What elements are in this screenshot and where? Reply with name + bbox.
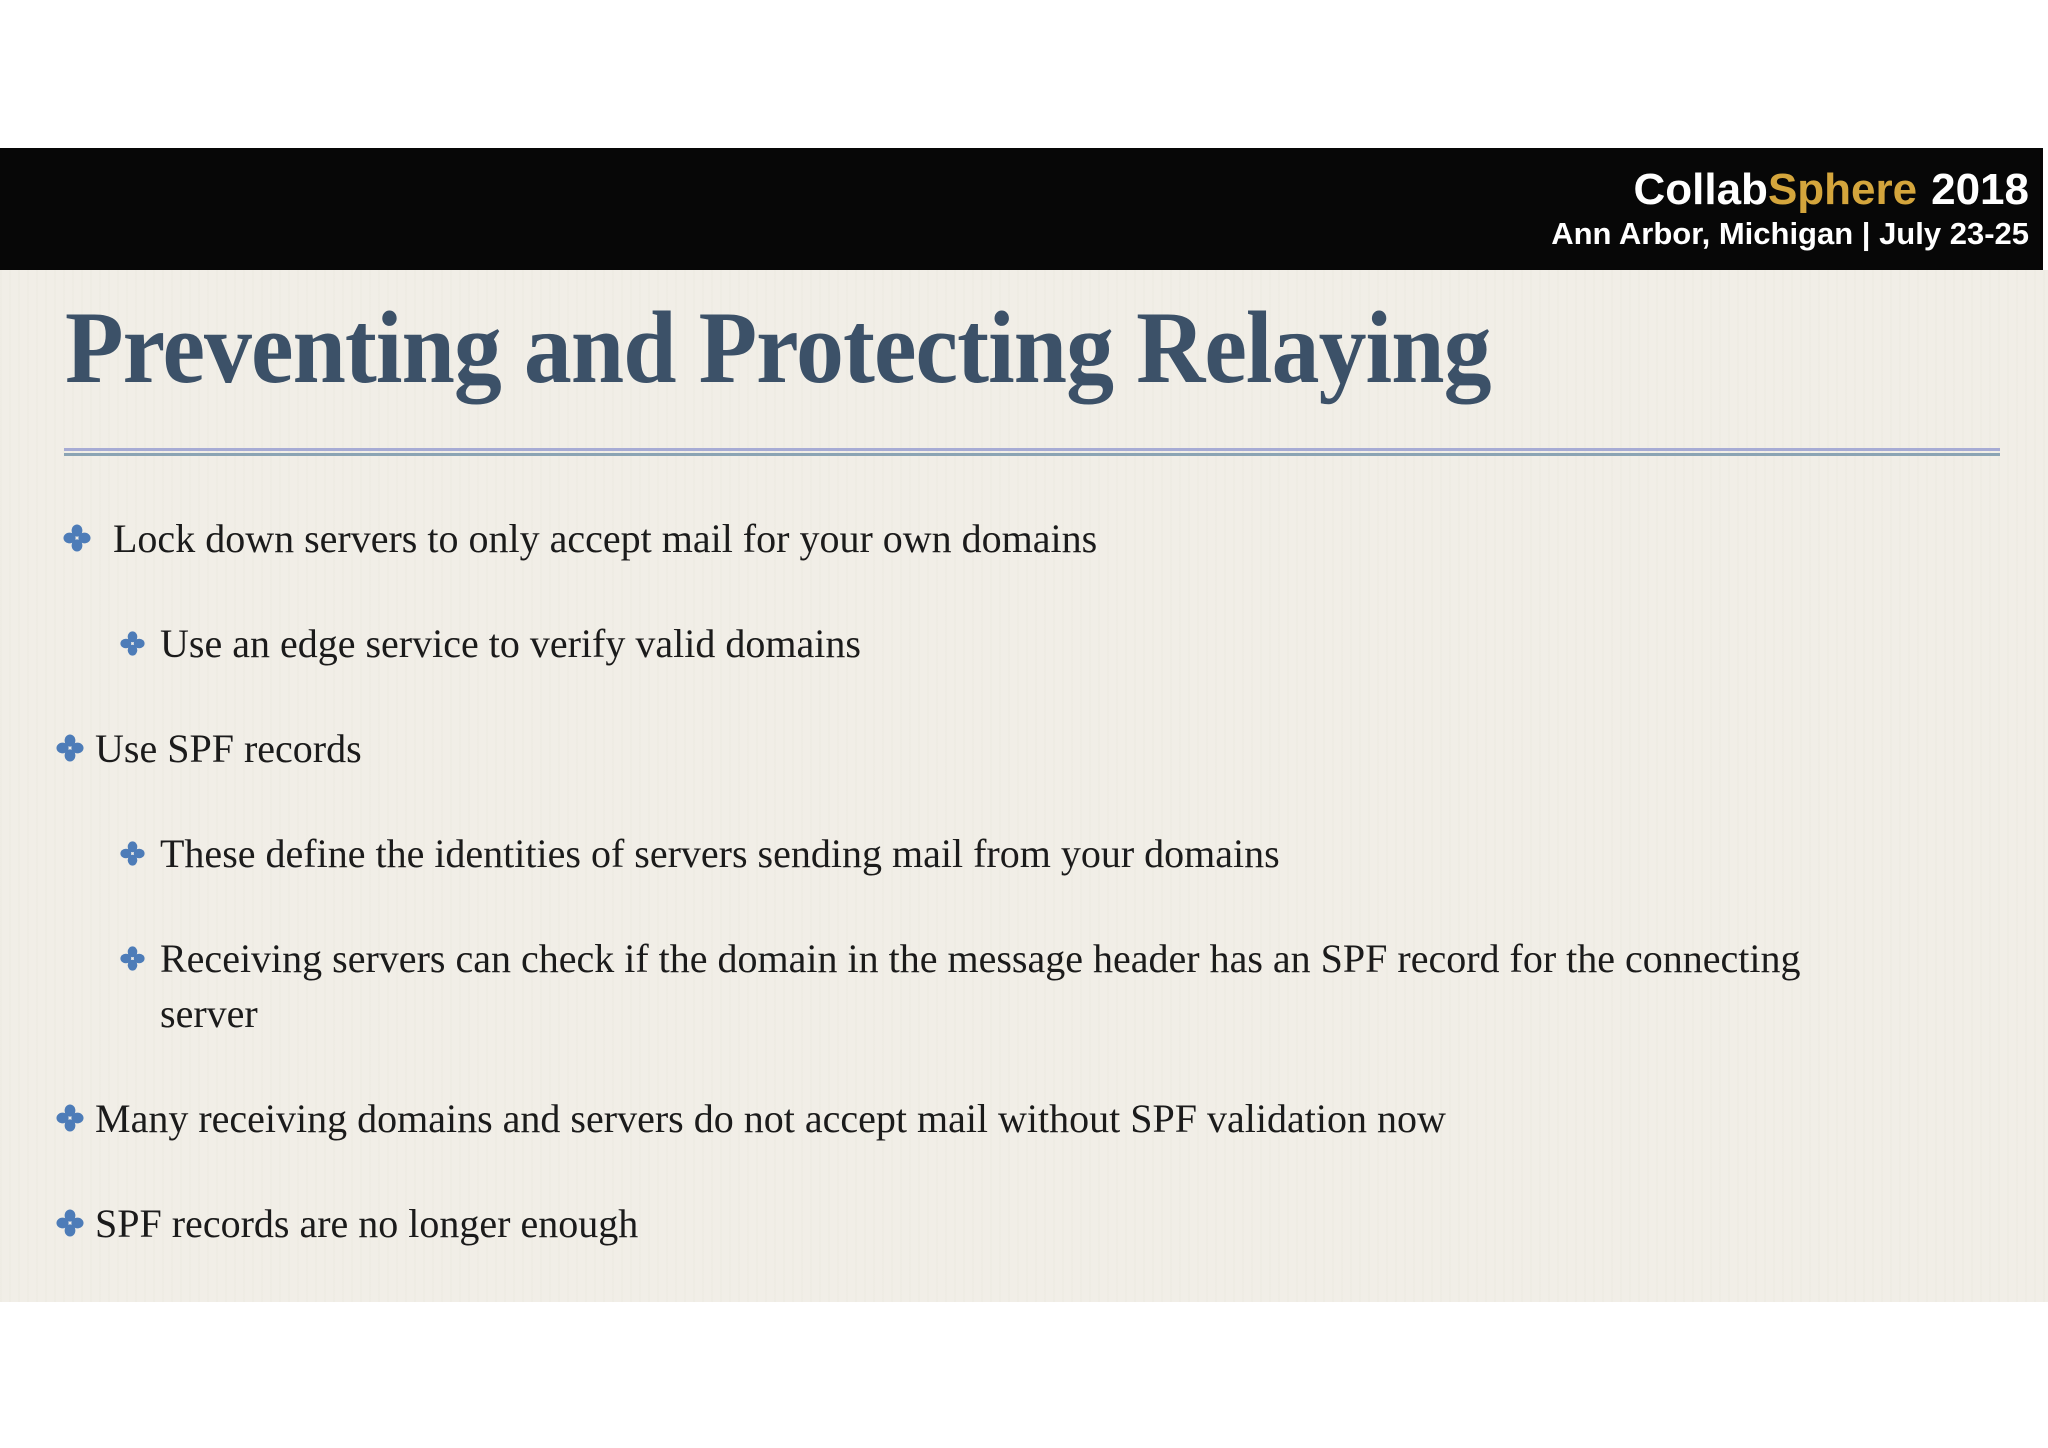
clover-bullet-icon xyxy=(120,631,145,656)
bullet-item: Receiving servers can check if the domai… xyxy=(0,931,1880,1041)
bullet-item: These define the identities of servers s… xyxy=(0,826,1880,881)
collabsphere-logo: CollabSphere 2018 xyxy=(1633,168,2029,212)
conference-location-date: Ann Arbor, Michigan | July 23-25 xyxy=(1551,216,2029,251)
bullet-text: These define the identities of servers s… xyxy=(160,831,1280,876)
clover-bullet-icon xyxy=(56,1104,84,1132)
logo-sphere-text: Sphere xyxy=(1767,165,1918,214)
bullet-item: SPF records are no longer enough xyxy=(0,1196,1880,1251)
clover-bullet-icon xyxy=(120,841,145,866)
logo-collab-text: Collab xyxy=(1633,165,1768,214)
clover-bullet-icon xyxy=(120,946,145,971)
bullet-item: Use an edge service to verify valid doma… xyxy=(0,616,1880,671)
clover-bullet-icon xyxy=(56,1209,84,1237)
bullet-text: Receiving servers can check if the domai… xyxy=(160,936,1801,1036)
bullet-text: Use SPF records xyxy=(95,726,362,771)
logo-year-text: 2018 xyxy=(1931,165,2029,214)
conference-banner: CollabSphere 2018 Ann Arbor, Michigan | J… xyxy=(0,148,2043,270)
title-divider-rule xyxy=(64,448,2000,456)
clover-bullet-icon xyxy=(63,524,91,552)
bullet-item: Lock down servers to only accept mail fo… xyxy=(0,511,1880,566)
bullet-item: Many receiving domains and servers do no… xyxy=(0,1091,1880,1146)
bullet-text: Use an edge service to verify valid doma… xyxy=(160,621,861,666)
slide-canvas: Preventing and Protecting Relaying Lock … xyxy=(0,270,2048,1302)
bullet-item: Use SPF records xyxy=(0,721,1880,776)
bullet-text: Lock down servers to only accept mail fo… xyxy=(113,516,1098,561)
slide-title: Preventing and Protecting Relaying xyxy=(65,291,1491,405)
bullet-text: Many receiving domains and servers do no… xyxy=(95,1096,1446,1141)
bullet-text: SPF records are no longer enough xyxy=(95,1201,639,1246)
bullet-list: Lock down servers to only accept mail fo… xyxy=(0,511,1880,1301)
clover-bullet-icon xyxy=(56,734,84,762)
